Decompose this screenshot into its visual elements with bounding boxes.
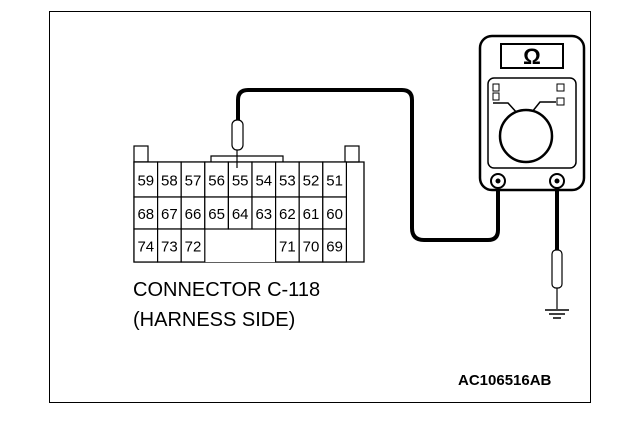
meter-display bbox=[500, 43, 564, 69]
pin-number: 74 bbox=[137, 239, 154, 256]
rotary-dial bbox=[498, 108, 554, 164]
pin-cell bbox=[322, 228, 347, 263]
left-lock-tab bbox=[133, 145, 149, 163]
pin-number: 58 bbox=[161, 173, 178, 190]
pin-number: 61 bbox=[303, 206, 320, 223]
pin-number: 59 bbox=[137, 173, 154, 190]
connector-side: (HARNESS SIDE) bbox=[133, 309, 296, 331]
connector-pins: 59 58 57 56 55 54 53 52 51 68 67 66 65 64 63 62 61 60 74 73… bbox=[133, 161, 347, 263]
right-lock-tab bbox=[344, 145, 360, 163]
meter-panel bbox=[487, 77, 577, 169]
pin-number: 53 bbox=[279, 173, 296, 190]
ground-icon bbox=[545, 309, 569, 319]
probe-wire bbox=[236, 88, 500, 242]
pin-number: 73 bbox=[161, 239, 178, 256]
pin-number: 51 bbox=[326, 173, 343, 190]
pin-number: 56 bbox=[208, 173, 225, 190]
multimeter: Ω bbox=[478, 34, 586, 192]
pin-number: 68 bbox=[137, 206, 154, 223]
pin-number: 52 bbox=[303, 173, 320, 190]
pin-number: 67 bbox=[161, 206, 178, 223]
connector-probe bbox=[231, 119, 244, 168]
figure-id: AC106516AB bbox=[458, 372, 552, 389]
pin-number: 60 bbox=[326, 206, 343, 223]
ohm-icon: Ω bbox=[523, 44, 541, 69]
pin-number: 57 bbox=[185, 173, 202, 190]
pin-number: 64 bbox=[232, 206, 249, 223]
ground-lead bbox=[545, 188, 569, 319]
pin-number: 70 bbox=[303, 239, 320, 256]
diagram-frame bbox=[49, 11, 591, 403]
pin-number: 69 bbox=[326, 239, 343, 256]
pin-number: 62 bbox=[279, 206, 296, 223]
pin-number: 71 bbox=[279, 239, 296, 256]
pin-number: 54 bbox=[255, 173, 272, 190]
connector-ridge bbox=[210, 155, 284, 162]
empty-cavity-area bbox=[204, 229, 276, 262]
pin-number: 72 bbox=[185, 239, 202, 256]
pin-number: 65 bbox=[208, 206, 225, 223]
pin-number: 63 bbox=[255, 206, 272, 223]
pin-number: 55 bbox=[232, 173, 249, 190]
pin-cell bbox=[180, 228, 206, 263]
pin-number: 66 bbox=[185, 206, 202, 223]
connector-name: CONNECTOR C-118 bbox=[133, 279, 321, 301]
